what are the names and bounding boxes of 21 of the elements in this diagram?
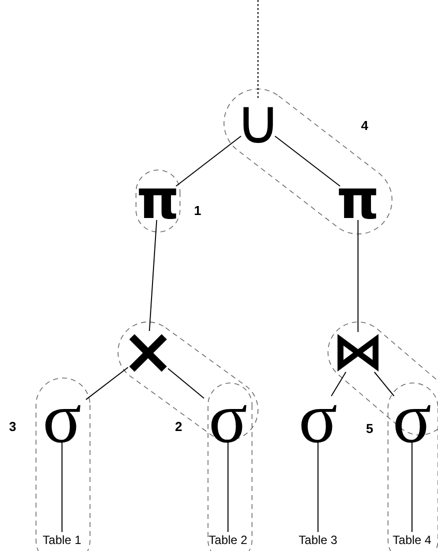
group-number: 3 <box>9 419 16 434</box>
tree-edge <box>176 136 242 187</box>
operator-symbol: π <box>140 180 176 220</box>
group-number: 1 <box>194 203 202 218</box>
operator-symbol: × <box>128 331 168 373</box>
tree-edge <box>148 220 158 332</box>
table-name: Table 4 <box>387 532 437 548</box>
tree-edge <box>168 368 204 399</box>
tree-edge <box>86 366 128 400</box>
group-number: 2 <box>175 419 182 434</box>
tree-edge <box>374 372 394 396</box>
operator-symbol: ⋈ <box>336 332 380 372</box>
operator-symbol: ∪ <box>241 99 275 147</box>
tree-edge <box>330 372 346 396</box>
table-name: Table 1 <box>37 532 87 548</box>
group-number: 5 <box>366 421 374 436</box>
table-name: Table 3 <box>293 532 343 548</box>
group-number: 4 <box>361 118 368 133</box>
operator-symbol: π <box>340 180 376 220</box>
table-name: Table 2 <box>203 532 253 548</box>
tree-edge <box>274 136 340 187</box>
